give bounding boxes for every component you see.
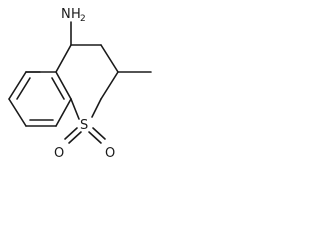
bond-c8-c8a <box>55 98 72 127</box>
bond-c8a-c4a <box>55 71 72 100</box>
bond-c3-c2 <box>100 44 119 73</box>
benzene-ring <box>8 71 72 127</box>
thiopyran-ring <box>55 44 119 120</box>
double-bond-c5-c6 <box>16 77 31 100</box>
molecule-structure: N H 2 S O O <box>8 7 152 161</box>
bond-s-o-left-1 <box>68 131 82 144</box>
bond-c2-c1 <box>100 71 119 100</box>
bond-c6-c7 <box>8 98 27 127</box>
amine-n-label: N <box>61 7 71 22</box>
amine-h-label: H <box>71 7 81 22</box>
oxygen-right-label: O <box>105 146 115 161</box>
bond-s-o-right-2 <box>88 131 102 144</box>
bond-s-o-right-1 <box>92 127 106 140</box>
oxygen-left-label: O <box>54 146 64 161</box>
amine-h-count: 2 <box>80 14 86 24</box>
sulfur-label: S <box>80 118 88 133</box>
double-bond-c8a-c4a <box>51 77 65 100</box>
atom-labels: N H 2 S O O <box>54 7 115 161</box>
bond-s-o-left-2 <box>64 127 78 140</box>
bond-s-c8a <box>70 98 80 120</box>
bond-c4a-c4 <box>55 44 72 73</box>
substituents <box>64 21 152 144</box>
bond-c5-c6 <box>8 71 27 100</box>
bond-c1-s <box>91 98 102 118</box>
